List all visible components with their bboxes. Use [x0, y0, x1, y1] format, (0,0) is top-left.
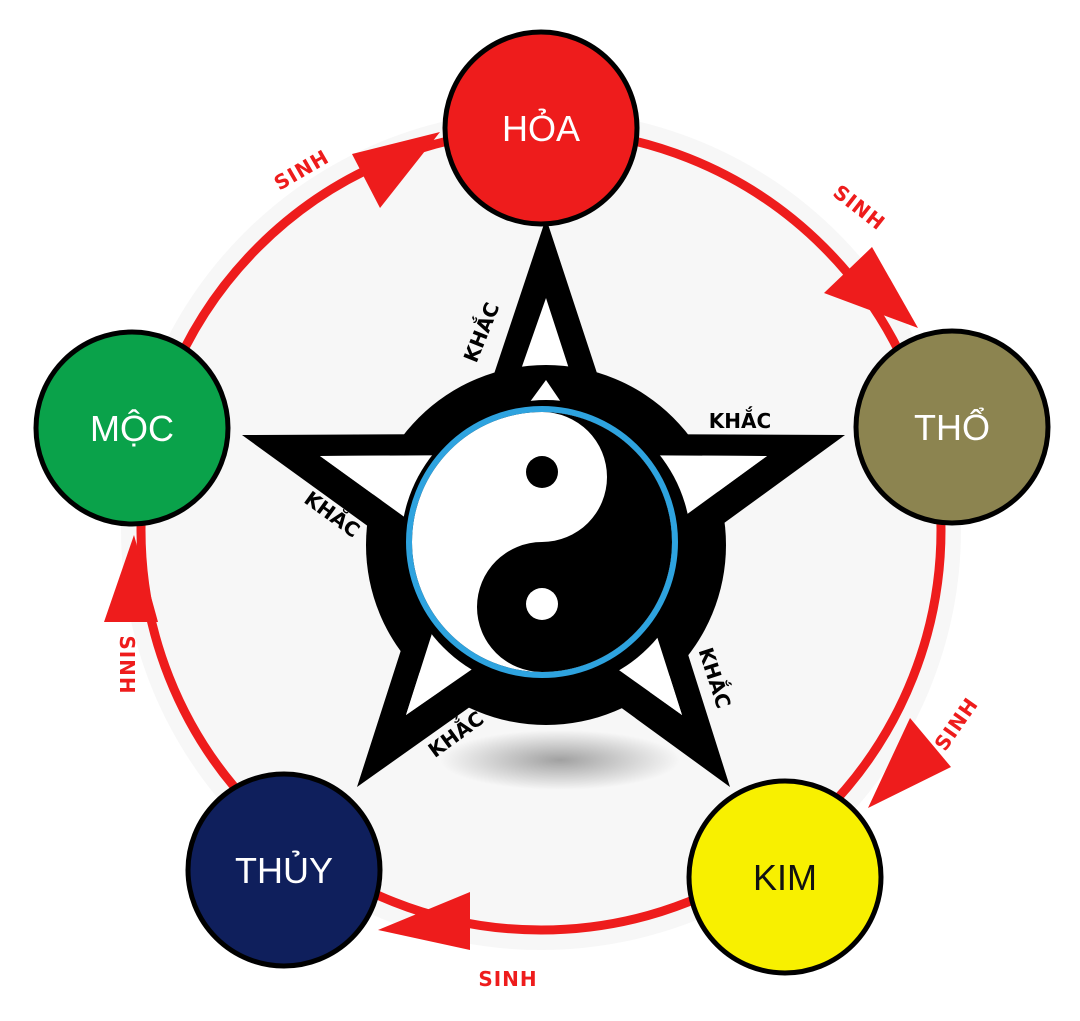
element-tho: THỔ [853, 328, 1051, 526]
element-moc: MỘC [33, 329, 231, 527]
element-circle-moc [33, 329, 231, 527]
element-thuy: THỦY [185, 771, 383, 969]
element-label-thuy: THỦY [235, 849, 333, 891]
yin-yang-black [477, 412, 672, 672]
arrow-tho-to-kim [868, 718, 951, 808]
arrow-moc-to-hoa [352, 132, 440, 208]
element-circle-hoa [442, 29, 640, 227]
star-shadow [440, 730, 680, 790]
element-label-hoa: HỎA [502, 107, 580, 149]
yin-yang-dot-white [526, 588, 558, 620]
element-kim: KIM [686, 778, 884, 976]
element-circle-thuy [185, 771, 383, 969]
sinh-label-thuy-moc: SINH [115, 635, 139, 694]
khac-label-right: KHẮC [709, 407, 771, 433]
element-hoa: HỎA [442, 29, 640, 227]
sinh-label-hoa-tho: SINH [829, 180, 891, 235]
arrow-kim-to-thuy [378, 892, 470, 950]
yin-yang-dot-black [526, 456, 558, 488]
sinh-label-kim-thuy: SINH [478, 967, 537, 991]
yin-yang-symbol [406, 406, 678, 678]
sinh-label-tho-kim: SINH [929, 693, 983, 755]
generating-arrows [104, 132, 951, 950]
arrow-thuy-to-moc [104, 535, 158, 622]
element-circle-kim [686, 778, 884, 976]
element-label-tho: THỔ [914, 405, 990, 448]
element-label-kim: KIM [753, 857, 817, 898]
element-circle-tho [853, 328, 1051, 526]
element-label-moc: MỘC [90, 408, 174, 449]
yin-yang-ring [406, 406, 678, 678]
arrow-hoa-to-tho [824, 247, 918, 328]
